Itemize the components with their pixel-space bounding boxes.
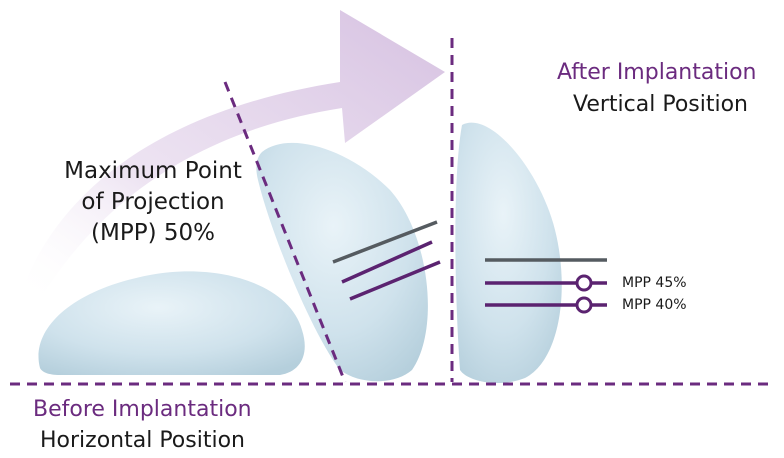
mpp-label-line-1: Maximum Point <box>64 158 242 184</box>
mpp40-label: MPP 40% <box>622 297 687 313</box>
horizontal-position-subtitle: Horizontal Position <box>40 428 245 453</box>
after-implantation-title: After Implantation <box>557 60 757 85</box>
implant-tilted-icon <box>256 142 428 382</box>
tilted-dashed-line <box>223 81 347 383</box>
mpp-label-line-2: of Projection <box>81 189 225 215</box>
mpp45-label: MPP 45% <box>622 275 687 291</box>
slider-handle-icon <box>575 274 593 292</box>
before-implantation-title: Before Implantation <box>33 397 252 422</box>
slider-handle-icon <box>575 296 593 314</box>
mpp-label-line-3: (MPP) 50% <box>91 220 215 246</box>
vertical-position-subtitle: Vertical Position <box>573 92 749 117</box>
tilted-mpp-purple-line-1 <box>341 240 433 284</box>
implant-vertical-icon <box>455 122 562 384</box>
curved-arrow-icon <box>22 10 445 300</box>
tilted-mpp-gray-line <box>332 220 438 264</box>
implant-horizontal-icon <box>38 271 305 375</box>
tilted-mpp-purple-line-2 <box>349 260 441 301</box>
mpp-label: Maximum Point of Projection (MPP) 50% <box>58 156 248 249</box>
